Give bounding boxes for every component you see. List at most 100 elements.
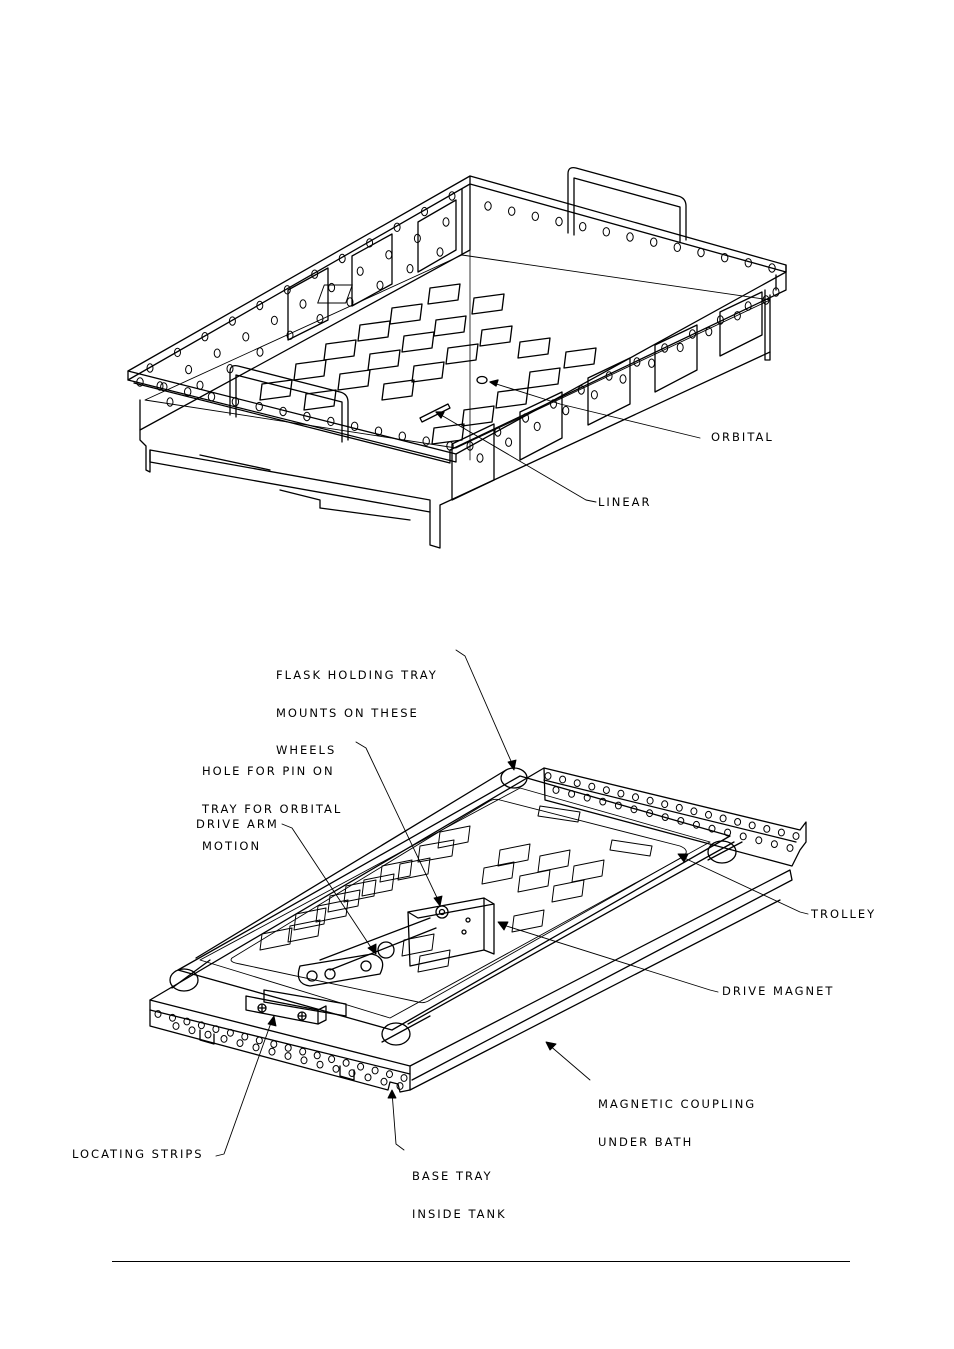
rail-hole — [786, 844, 794, 852]
wall-hole — [413, 233, 421, 244]
wall-hole — [350, 421, 359, 431]
page-footer-rule — [112, 1261, 850, 1262]
wall-hole — [316, 314, 324, 324]
rail-hole — [632, 793, 639, 802]
wall-hole — [531, 211, 539, 222]
wall-hole — [385, 250, 393, 260]
wall-hole — [286, 330, 294, 340]
wall-hole — [648, 358, 656, 368]
rail-hole — [270, 1040, 278, 1048]
wall-hole — [716, 315, 724, 325]
base-tray-back — [543, 767, 807, 867]
label-trolley: TROLLEY — [811, 907, 877, 921]
wall-hole — [207, 392, 216, 402]
wall-hole — [256, 347, 264, 357]
rail-hole — [328, 1055, 336, 1064]
drive-arm — [297, 953, 384, 987]
rail-hole — [220, 1035, 228, 1043]
wall-hole — [768, 263, 776, 273]
wall-hole — [619, 374, 627, 384]
wall-hole — [228, 316, 236, 326]
linear-leader — [435, 411, 597, 503]
orbital-leader — [489, 381, 701, 439]
rail-hole — [154, 1010, 162, 1018]
rail-hole — [386, 1070, 393, 1079]
rail-hole — [692, 820, 700, 829]
rail-hole — [661, 813, 669, 821]
wall-hole — [255, 401, 263, 412]
rail-hole — [212, 1025, 220, 1033]
wall-hole — [303, 411, 311, 422]
wall-hole — [436, 247, 444, 257]
wall-hole — [185, 364, 193, 375]
rail-hole — [708, 824, 716, 833]
wall-hole — [466, 441, 474, 451]
rail-hole — [552, 786, 560, 794]
rail-hole — [724, 828, 732, 837]
rail-hole — [646, 796, 654, 805]
tray-wall-left — [127, 175, 471, 381]
rail-hole — [400, 1074, 408, 1082]
rail-hole — [236, 1039, 244, 1047]
wall-hole — [376, 280, 384, 290]
rail-hole — [284, 1044, 292, 1052]
wall-hole — [605, 371, 613, 381]
wall-hole — [562, 405, 570, 416]
wall-hole — [146, 363, 154, 373]
label-line: MAGNETIC COUPLING — [598, 1097, 757, 1111]
label-locating-strips: LOCATING STRIPS — [72, 1147, 204, 1161]
wall-hole — [406, 264, 414, 274]
wall-hole — [762, 295, 770, 305]
wall-hole — [448, 191, 456, 201]
wall-hole — [505, 437, 513, 447]
wall-hole — [366, 238, 374, 248]
wall-hole — [328, 282, 336, 293]
label-flask-holding-tray: FLASK HOLDING TRAY MOUNTS ON THESE WHEEL… — [276, 644, 438, 769]
wall-hole — [174, 347, 181, 358]
rail-hole — [316, 1060, 324, 1069]
floor-cutouts — [317, 284, 353, 304]
rail-hole — [583, 793, 591, 802]
rail-hole — [332, 1065, 340, 1073]
rail-hole — [792, 832, 800, 840]
wall-hole — [311, 269, 319, 279]
rail-hole — [348, 1069, 356, 1077]
rail-hole — [255, 1036, 263, 1045]
label-base-tray: BASE TRAY INSIDE TANK — [412, 1145, 507, 1233]
rail-hole — [690, 807, 698, 816]
label-hole-for-pin: HOLE FOR PIN ON TRAY FOR ORBITAL MOTION — [202, 740, 342, 865]
rail-hole — [241, 1032, 249, 1041]
label-line: MOUNTS ON THESE — [276, 705, 419, 720]
trolley-wheels — [169, 767, 743, 1046]
rail-hole — [588, 782, 596, 791]
label-line: WHEELS — [276, 743, 337, 757]
rail-hole — [252, 1043, 260, 1052]
rail-hole — [630, 805, 638, 814]
label-drive-arm: DRIVE ARM — [196, 817, 279, 831]
rail-hole — [197, 1021, 205, 1030]
wall-hole — [442, 217, 450, 227]
wall-hole — [279, 406, 287, 417]
label-line: HOLE FOR PIN ON — [202, 764, 335, 778]
label-line: MOTION — [202, 839, 262, 853]
wall-hole — [213, 348, 221, 358]
rail-hole — [172, 1022, 180, 1030]
rail-hole — [646, 809, 654, 818]
wall-hole — [626, 232, 634, 242]
label-drive-magnet: DRIVE MAGNET — [722, 984, 835, 998]
drive-magnet-leader — [499, 923, 719, 993]
wall-hole — [579, 222, 587, 232]
tray-rim-front — [127, 370, 457, 463]
rail-hole — [677, 817, 685, 825]
rail-hole — [380, 1077, 388, 1086]
locating-strips-leader — [215, 1019, 273, 1157]
wall-hole — [338, 253, 346, 264]
wall-hole — [256, 300, 264, 311]
flask-tray-leader — [455, 649, 515, 769]
rail-hole — [226, 1028, 234, 1037]
flask-tray-drawing — [127, 166, 787, 549]
rail-hole — [705, 810, 712, 819]
